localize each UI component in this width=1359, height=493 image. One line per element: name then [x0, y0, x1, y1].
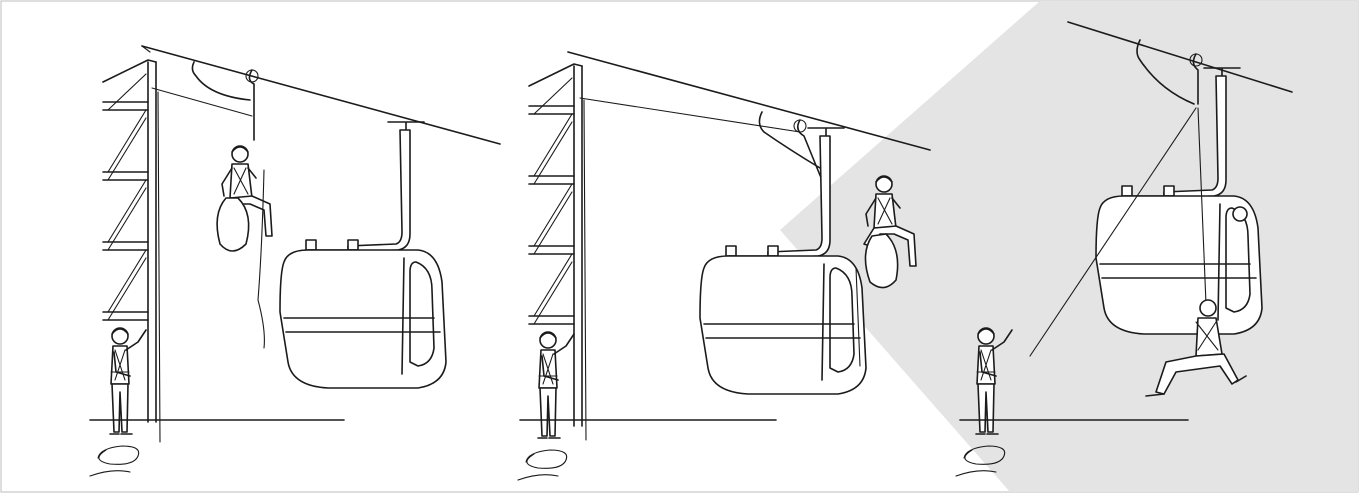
rescue-bag — [217, 198, 249, 251]
cabin-passenger — [1233, 207, 1247, 221]
rescue-bag — [865, 234, 897, 288]
